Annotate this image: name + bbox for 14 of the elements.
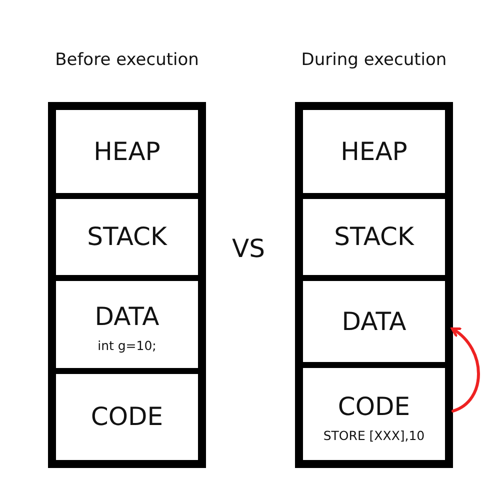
segment-label: HEAP [94, 136, 160, 167]
versus-label: VS [232, 234, 265, 263]
column-heading: During execution [301, 50, 447, 72]
segment-label: CODE [90, 402, 164, 432]
segment-label: CODE [338, 392, 410, 422]
segment-label: HEAP [340, 136, 408, 167]
segment-label: DATA [342, 306, 406, 337]
segment-content: STORE [XXX],10 [323, 428, 425, 443]
column-heading: Before execution [55, 50, 199, 72]
curved-arrow [450, 327, 480, 413]
segment-content: int g=10; [98, 338, 156, 354]
segment-label: STACK [334, 222, 414, 252]
segment-label: STACK [87, 222, 167, 252]
segment-label: DATA [94, 302, 160, 332]
